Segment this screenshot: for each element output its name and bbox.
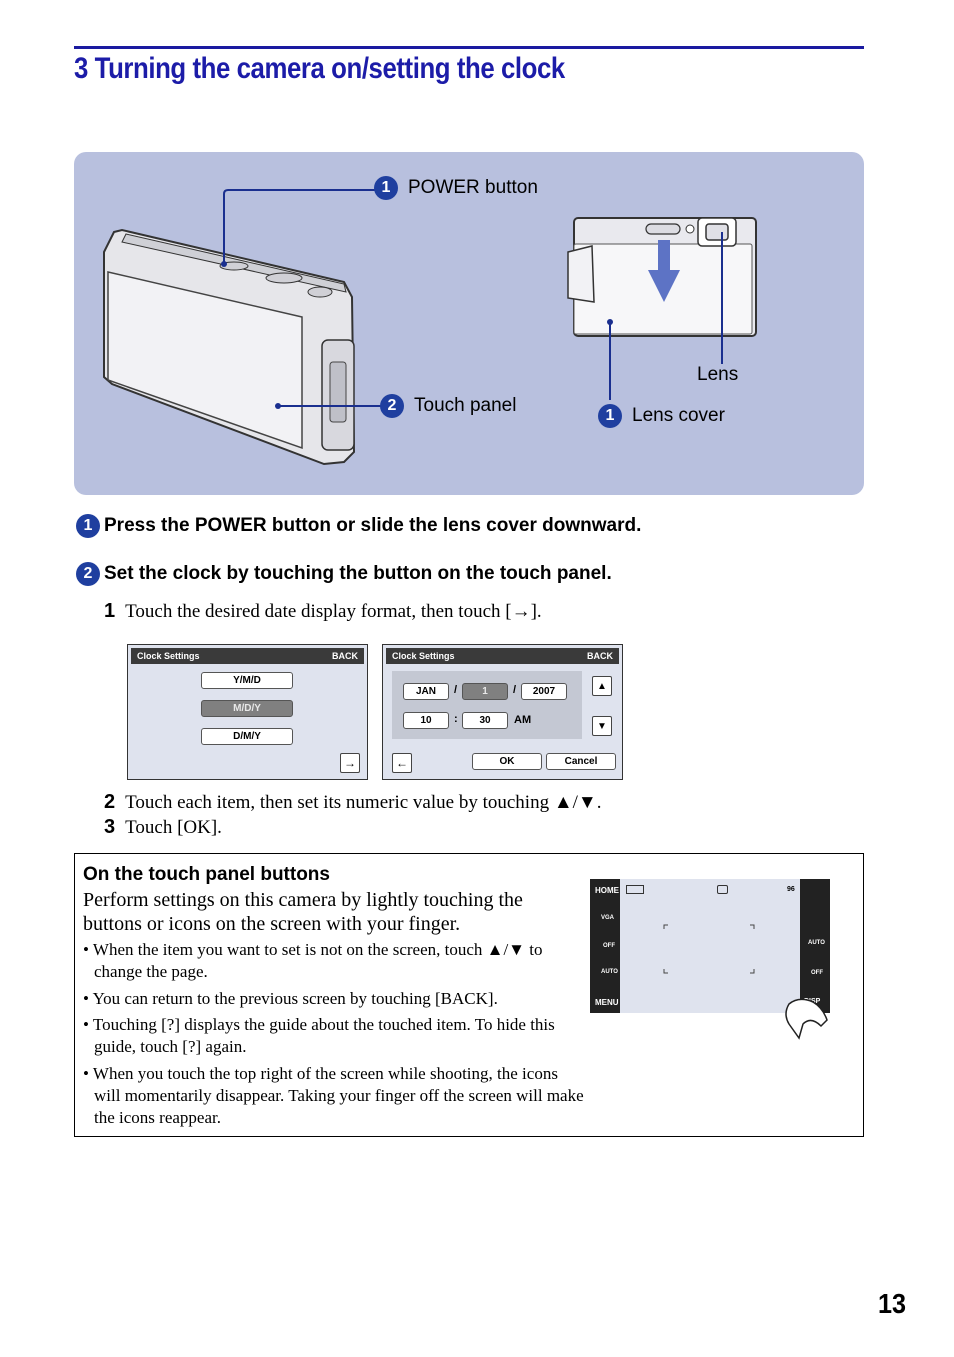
- left-icon-bar: [590, 879, 620, 1013]
- right-icon-bar: [800, 879, 830, 1013]
- flash-auto-icon[interactable]: AUTO: [808, 940, 825, 946]
- next-arrow-button[interactable]: →: [340, 753, 360, 773]
- substep-1: 1 Touch the desired date display format,…: [104, 600, 542, 623]
- format-mdy-button[interactable]: M/D/Y: [201, 700, 293, 717]
- note-bullet: • When the item you want to set is not o…: [83, 940, 543, 981]
- remaining-shots-count: 96: [787, 886, 795, 893]
- lens-cover-label: Lens cover: [632, 405, 725, 426]
- format-ymd-button[interactable]: Y/M/D: [201, 672, 293, 689]
- af-frame-icon: [663, 924, 755, 974]
- page-number: 13: [878, 1288, 907, 1319]
- clock-settings-format-screen: Clock Settings BACK Y/M/D M/D/Y D/M/Y →: [127, 644, 368, 780]
- callout-touch-panel: 2 Touch panel: [380, 394, 516, 418]
- camera-illustration: [103, 189, 757, 466]
- substep-1-text: Touch the desired date display format, t…: [125, 601, 542, 622]
- cancel-button[interactable]: Cancel: [546, 753, 616, 770]
- step-2: 2 Set the clock by touching the button o…: [76, 562, 612, 586]
- camera-back-view: [103, 228, 356, 466]
- clock-settings-datetime-screen: Clock Settings BACK JAN / 1 / 2007 10 : …: [382, 644, 623, 780]
- day-field[interactable]: 1: [462, 683, 508, 700]
- up-arrow-button[interactable]: ▲: [592, 676, 612, 696]
- number-badge-1: 1: [598, 404, 622, 428]
- step-2-text: Set the clock by touching the button on …: [104, 563, 612, 584]
- power-button-label: POWER button: [408, 177, 538, 198]
- note-body: Perform settings on this camera by light…: [83, 889, 523, 935]
- number-badge-1: 1: [76, 514, 100, 538]
- smile-off-icon[interactable]: OFF: [811, 970, 823, 976]
- number-badge-1: 1: [374, 176, 398, 200]
- hour-field[interactable]: 10: [403, 712, 449, 729]
- step-1: 1 Press the POWER button or slide the le…: [76, 514, 641, 538]
- callout-power-button: 1 POWER button: [374, 176, 538, 200]
- screen-header: Clock Settings BACK: [131, 648, 364, 664]
- battery-icon: [626, 885, 644, 894]
- image-size-icon[interactable]: VGA: [601, 915, 615, 921]
- touch-panel-label: Touch panel: [414, 395, 517, 416]
- substep-2-text: Touch each item, then set its numeric va…: [125, 792, 602, 813]
- substep-number: 1: [104, 600, 116, 622]
- screen-title: Clock Settings: [137, 651, 200, 661]
- substep-number: 2: [104, 791, 116, 813]
- time-separator: :: [454, 713, 458, 725]
- number-badge-2: 2: [380, 394, 404, 418]
- substep-3-text: Touch [OK].: [125, 817, 222, 838]
- down-arrow-button[interactable]: ▼: [592, 716, 612, 736]
- lens-label: Lens: [697, 364, 739, 385]
- touch-panel-note-box: On the touch panel buttons Perform setti…: [74, 853, 864, 1137]
- substep-3: 3 Touch [OK].: [104, 816, 222, 839]
- recording-mode-auto-icon[interactable]: AUTO: [601, 969, 618, 975]
- back-button[interactable]: BACK: [332, 651, 358, 661]
- date-separator: /: [513, 684, 517, 696]
- substep-2: 2 Touch each item, then set its numeric …: [104, 791, 601, 814]
- callout-lens-cover: 1 Lens cover: [598, 404, 725, 428]
- back-button[interactable]: BACK: [587, 651, 613, 661]
- note-bullet: • Touching [?] displays the guide about …: [83, 1015, 555, 1056]
- memory-card-icon: [717, 885, 728, 894]
- screen-header: Clock Settings BACK: [386, 648, 619, 664]
- substep-number: 3: [104, 816, 116, 838]
- step-1-text: Press the POWER button or slide the lens…: [104, 515, 642, 536]
- month-field[interactable]: JAN: [403, 683, 449, 700]
- camera-figure-panel: 1 POWER button 2 Touch panel Lens 1 Lens…: [74, 152, 864, 495]
- camera-front-view: [567, 217, 757, 337]
- screen-title: Clock Settings: [392, 651, 455, 661]
- note-bullet: • You can return to the previous screen …: [83, 989, 498, 1008]
- minute-field[interactable]: 30: [462, 712, 508, 729]
- note-title: On the touch panel buttons: [83, 864, 330, 885]
- shooting-screen: HOME VGA OFF AUTO MENU AUTO OFF DISP 96: [590, 879, 830, 1013]
- date-separator: /: [454, 684, 458, 696]
- ampm-field[interactable]: AM: [514, 714, 532, 726]
- home-button[interactable]: HOME: [595, 886, 619, 895]
- ok-button[interactable]: OK: [472, 753, 542, 770]
- page-title: 3 Turning the camera on/setting the cloc…: [74, 52, 565, 85]
- header-rule: [74, 46, 864, 49]
- menu-button[interactable]: MENU: [595, 998, 619, 1007]
- format-dmy-button[interactable]: D/M/Y: [201, 728, 293, 745]
- year-field[interactable]: 2007: [521, 683, 567, 700]
- self-timer-off-icon[interactable]: OFF: [603, 943, 615, 949]
- back-arrow-button[interactable]: ←: [392, 753, 412, 773]
- note-bullet: • When you touch the top right of the sc…: [83, 1064, 584, 1127]
- finger-icon: [785, 998, 828, 1040]
- number-badge-2: 2: [76, 562, 100, 586]
